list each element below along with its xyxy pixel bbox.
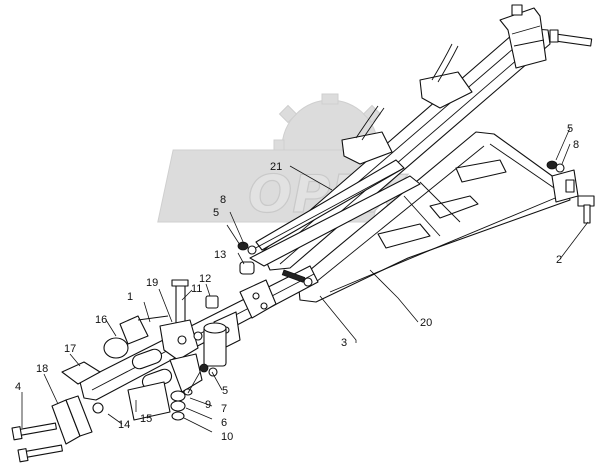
callout-11: 11	[191, 283, 202, 295]
knob-part-16	[103, 315, 169, 359]
callout-17: 17	[64, 343, 76, 355]
callout-5-low: 5	[222, 385, 228, 397]
bolt-top-right	[549, 29, 593, 47]
callout-18: 18	[36, 363, 48, 375]
washer-stack	[170, 331, 218, 421]
callout-16: 16	[95, 314, 107, 326]
bolt-part-2	[577, 195, 595, 224]
plate-part-17	[61, 361, 101, 385]
callout-8-mid: 8	[220, 194, 226, 206]
callout-5-right: 5	[567, 123, 573, 135]
callout-15: 15	[140, 413, 152, 425]
hitch-column	[203, 322, 227, 367]
callout-14: 14	[118, 419, 130, 431]
callout-13: 13	[214, 249, 226, 261]
washer-nut-group-mid	[237, 241, 257, 275]
bushing-part-12	[205, 295, 219, 309]
callout-labels: 1 2 3 4 5 5 5 6 7 8 8 9 10 11 12 13 14 1…	[15, 123, 579, 443]
callout-19: 19	[146, 277, 158, 289]
callout-7: 7	[221, 403, 227, 415]
bolts-part-4	[11, 422, 63, 463]
roller-group	[131, 348, 173, 390]
callout-9: 9	[205, 399, 211, 411]
callout-3: 3	[341, 337, 347, 349]
brace-part-21	[249, 159, 421, 267]
bracket-part-18	[51, 395, 93, 445]
callout-21: 21	[270, 161, 282, 173]
callout-1: 1	[127, 291, 133, 303]
callout-20: 20	[420, 317, 432, 329]
a-frame-part-20	[297, 131, 579, 303]
bolt-part-3	[281, 269, 313, 287]
callout-5-mid: 5	[213, 207, 219, 219]
callout-12: 12	[199, 273, 211, 285]
washer-nut-group-right	[546, 160, 565, 173]
block-part-15	[92, 381, 171, 421]
callout-2: 2	[556, 254, 562, 266]
pin-part-11	[171, 279, 189, 331]
callout-4: 4	[15, 381, 21, 393]
callout-6: 6	[221, 417, 227, 429]
callout-8-right: 8	[573, 139, 579, 151]
leader-lines	[21, 127, 589, 433]
callout-10: 10	[221, 431, 233, 443]
